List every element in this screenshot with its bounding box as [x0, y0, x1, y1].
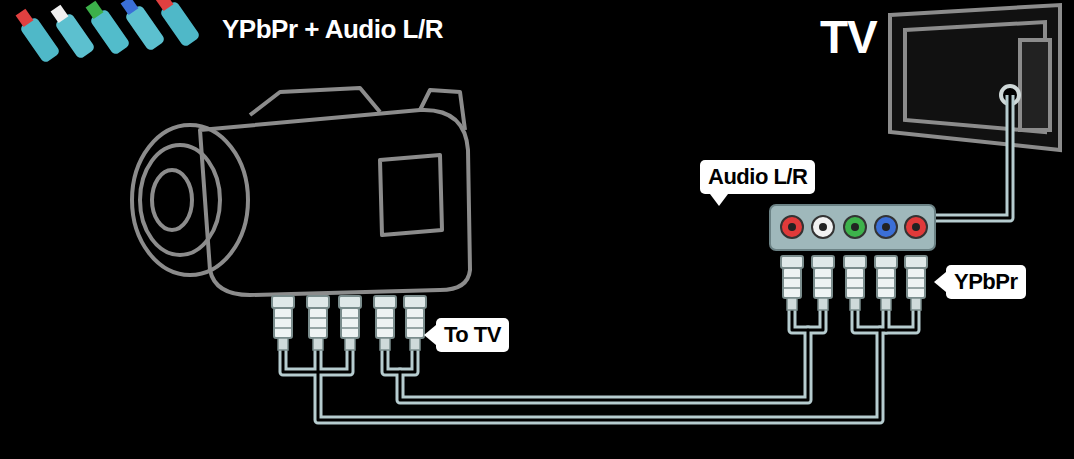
camcorder: [132, 88, 470, 295]
title: YPbPr + Audio L/R: [222, 14, 443, 45]
tv: [890, 5, 1060, 150]
camcorder-plugs: [272, 296, 426, 350]
callout-text: YPbPr: [954, 269, 1018, 294]
plug-icon: [12, 0, 201, 64]
label-text: TV: [820, 10, 877, 64]
callout-box: To TV: [436, 318, 509, 352]
jack-panel: [770, 205, 935, 250]
callout-box: YPbPr: [946, 265, 1026, 299]
callout-text: Audio L/R: [708, 164, 807, 189]
callout-box: Audio L/R: [700, 160, 815, 194]
tv-plugs: [781, 256, 927, 310]
tv-cable: [935, 95, 1010, 218]
callout-text: To TV: [444, 322, 501, 347]
